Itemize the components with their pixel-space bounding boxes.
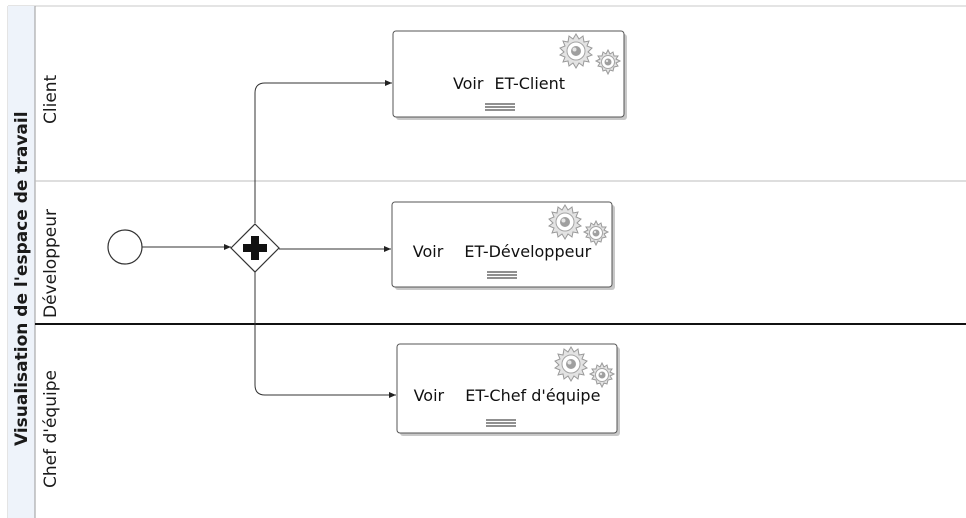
multi-instance-marker-icon — [487, 271, 517, 279]
svg-text:Voir ET-Client: Voir ET-Client — [453, 74, 565, 93]
svg-text:Voir ET-Développeur: Voir ET-Développeur — [413, 242, 592, 261]
flow-gateway-to-chef[interactable] — [254, 272, 396, 398]
task-verb: Voir — [453, 74, 484, 93]
multi-instance-marker-icon — [486, 419, 516, 427]
plus-icon — [243, 236, 267, 260]
flow-gateway-to-client[interactable] — [254, 80, 392, 223]
lane-label-chef-equipe: Chef d'équipe — [41, 370, 61, 488]
task-object: ET-Client — [495, 74, 566, 93]
task-object: ET-Développeur — [464, 242, 591, 261]
svg-text:Voir ET-Chef d'équipe: Voir ET-Chef d'équipe — [414, 386, 601, 405]
task-voir-et-chef-equipe[interactable]: Voir ET-Chef d'équipe — [396, 343, 620, 436]
pool-title: Visualisation de l'espace de travail — [12, 111, 32, 446]
multi-instance-marker-icon — [485, 103, 515, 111]
pool-header — [8, 6, 35, 518]
lane-label-developpeur: Développeur — [41, 209, 61, 318]
parallel-gateway[interactable] — [230, 223, 280, 273]
lane-label-client: Client — [41, 74, 61, 124]
task-verb: Voir — [413, 242, 444, 261]
start-event[interactable] — [107, 229, 143, 265]
task-object: ET-Chef d'équipe — [465, 386, 600, 405]
sequence-flows — [142, 80, 396, 398]
task-verb: Voir — [414, 386, 445, 405]
task-voir-et-developpeur[interactable]: Voir ET-Développeur — [391, 201, 615, 290]
task-voir-et-client[interactable]: Voir ET-Client — [392, 30, 627, 120]
